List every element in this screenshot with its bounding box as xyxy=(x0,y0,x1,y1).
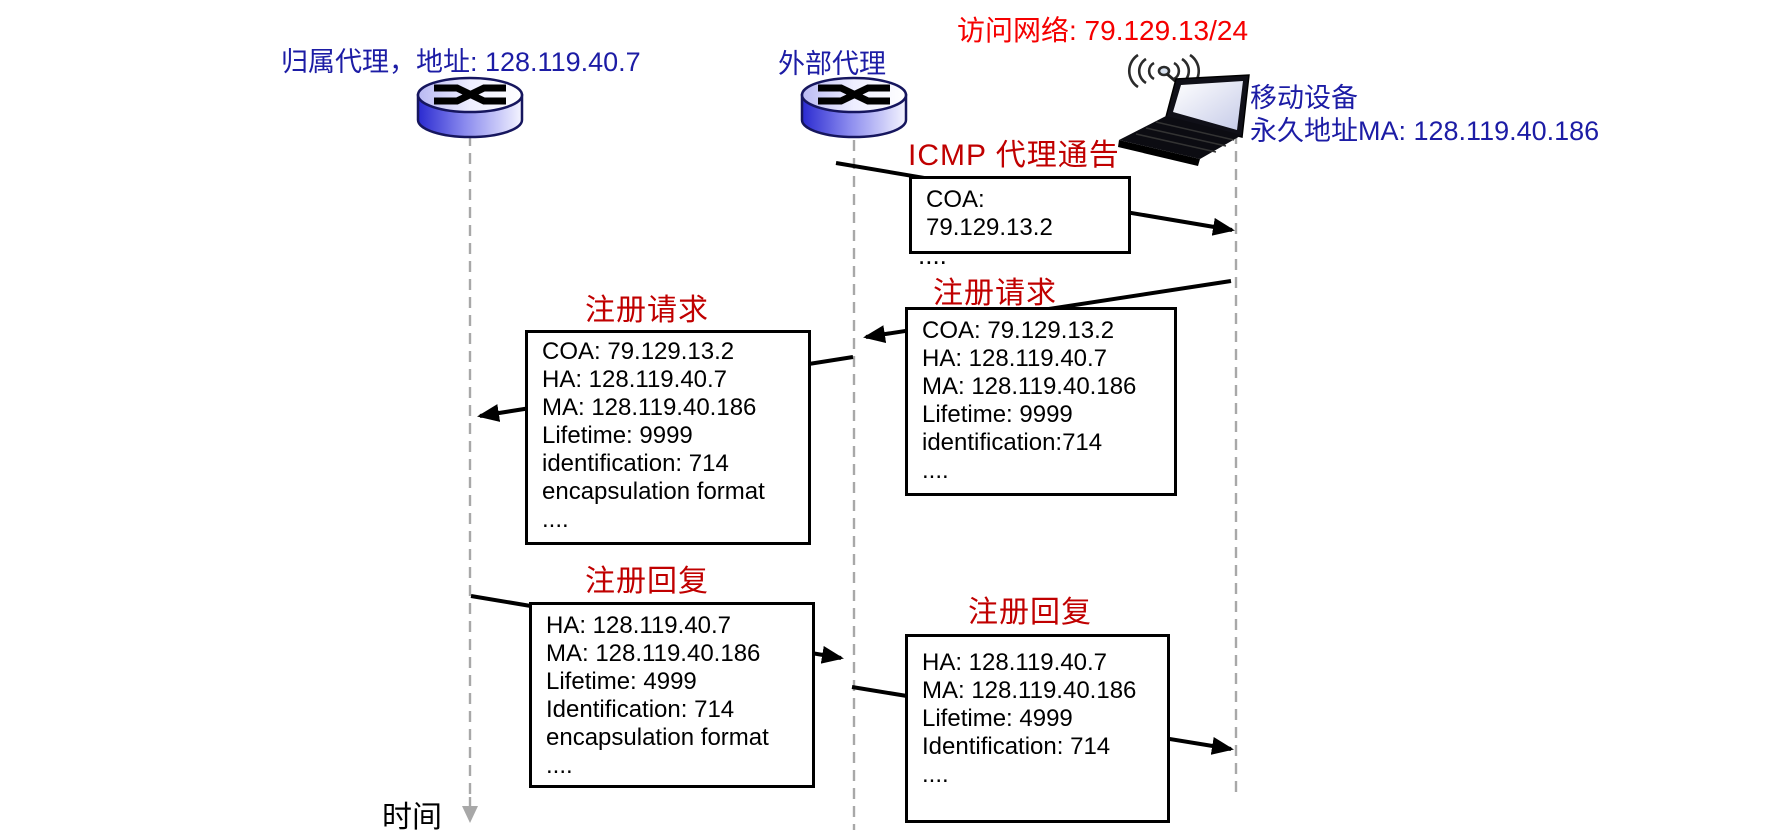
mobile-laptop-icon xyxy=(1118,53,1250,166)
icmp-coa-box: COA: 79.129.13.2 xyxy=(909,176,1131,254)
message-line: encapsulation format xyxy=(546,724,769,751)
message-line: HA: 128.119.40.7 xyxy=(542,366,728,393)
message-line: HA: 128.119.40.7 xyxy=(546,612,732,639)
message-line: Lifetime: 4999 xyxy=(546,668,697,695)
message-line: .... xyxy=(922,457,949,484)
foreign-agent-label: 外部代理 xyxy=(778,49,886,79)
home-agent-router-icon xyxy=(416,76,524,139)
mobile-device-permanent-address: 永久地址MA: 128.119.40.186 xyxy=(1250,116,1600,146)
icmp-ellipsis: .... xyxy=(918,240,947,270)
message-line: COA: xyxy=(926,186,985,213)
message-line: Lifetime: 9999 xyxy=(922,401,1073,428)
message-line: HA: 128.119.40.7 xyxy=(922,345,1108,372)
registration-reply-to-mobile-title: 注册回复 xyxy=(968,596,1092,629)
registration-reply-to-mobile-box: HA: 128.119.40.7 MA: 128.119.40.186 Life… xyxy=(905,634,1170,823)
message-line: identification:714 xyxy=(922,429,1103,456)
message-line: 79.129.13.2 xyxy=(926,214,1053,241)
icmp-advertisement-title: ICMP 代理通告 xyxy=(908,139,1120,172)
registration-request-to-ha-title: 注册请求 xyxy=(585,294,709,327)
message-line: .... xyxy=(546,752,573,779)
mobile-device-label: 移动设备 永久地址MA: 128.119.40.186 xyxy=(1250,82,1599,148)
message-line: encapsulation format xyxy=(542,478,765,505)
registration-reply-to-fa-box: HA: 128.119.40.7 MA: 128.119.40.186 Life… xyxy=(529,602,815,788)
home-agent-label: 归属代理，地址: 128.119.40.7 xyxy=(281,47,641,77)
message-line: MA: 128.119.40.186 xyxy=(542,394,757,421)
message-line: COA: 79.129.13.2 xyxy=(542,338,735,365)
message-line: Lifetime: 4999 xyxy=(922,705,1073,732)
message-line: identification: 714 xyxy=(542,450,729,477)
message-line: Identification: 714 xyxy=(546,696,735,723)
message-line: MA: 128.119.40.186 xyxy=(922,677,1137,704)
time-arrow-icon xyxy=(462,797,478,823)
foreign-agent-router-icon xyxy=(800,76,908,139)
registration-request-to-ha-box: COA: 79.129.13.2 HA: 128.119.40.7 MA: 12… xyxy=(525,330,811,545)
registration-reply-to-fa-title: 注册回复 xyxy=(585,565,709,598)
registration-request-to-fa-box: COA: 79.129.13.2 HA: 128.119.40.7 MA: 12… xyxy=(905,307,1177,496)
mobile-device-name: 移动设备 xyxy=(1250,83,1358,113)
visited-network-label: 访问网络: 79.129.13/24 xyxy=(957,15,1249,46)
registration-request-to-fa-title: 注册请求 xyxy=(933,277,1057,310)
message-line: Identification: 714 xyxy=(922,733,1111,760)
time-label: 时间 xyxy=(382,801,442,830)
message-line: .... xyxy=(922,761,949,788)
message-line: HA: 128.119.40.7 xyxy=(922,649,1108,676)
message-line: MA: 128.119.40.186 xyxy=(546,640,761,667)
message-line: MA: 128.119.40.186 xyxy=(922,373,1137,400)
message-line: Lifetime: 9999 xyxy=(542,422,693,449)
message-line: .... xyxy=(542,506,569,533)
message-line: COA: 79.129.13.2 xyxy=(922,317,1115,344)
